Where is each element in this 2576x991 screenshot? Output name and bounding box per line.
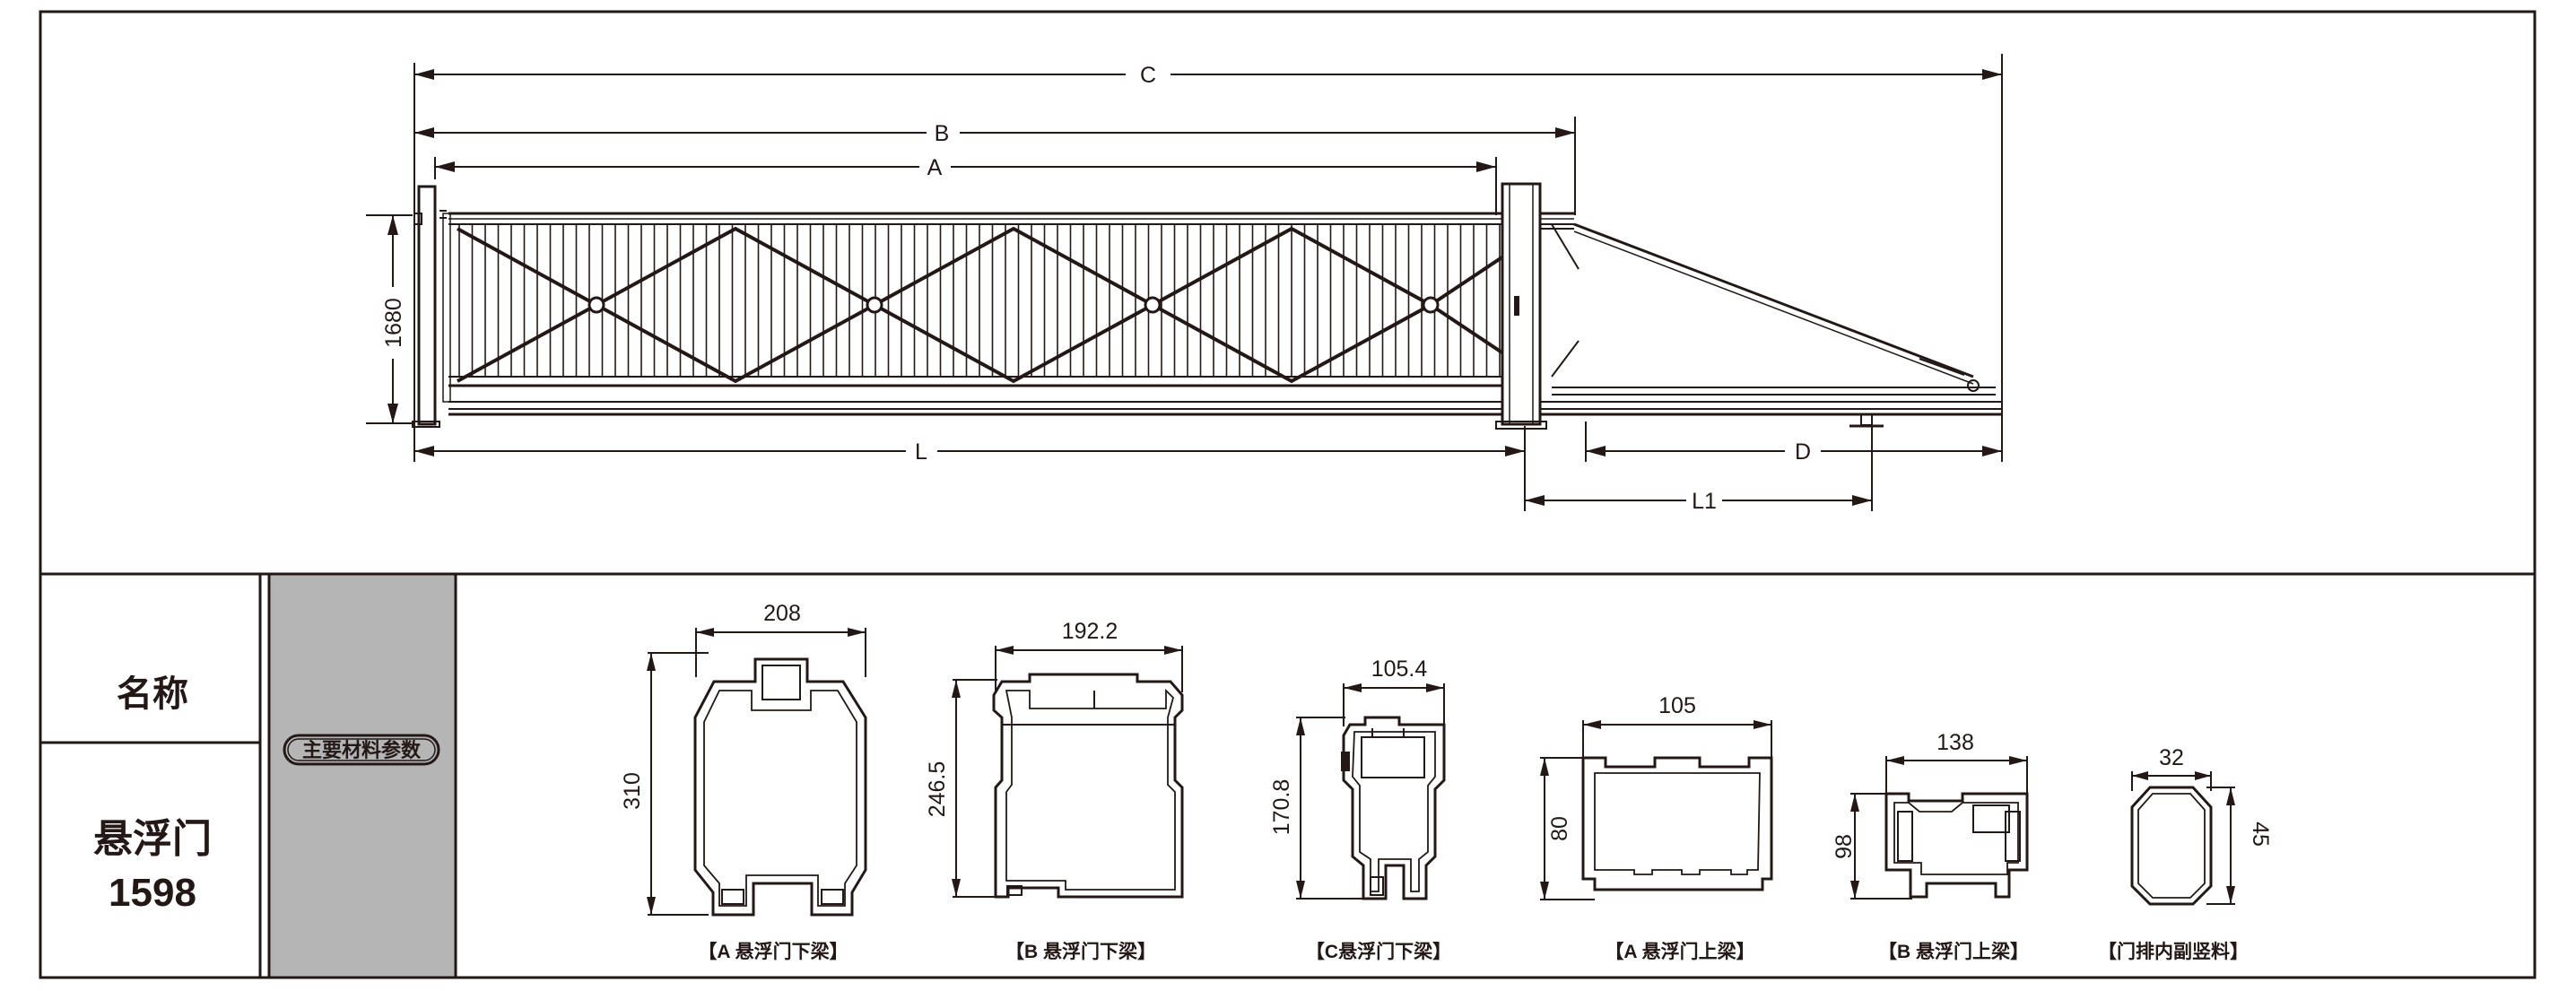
profile-c-lower-width: 105.4 <box>1371 656 1428 682</box>
profile-a-lower-width: 208 <box>763 601 801 626</box>
dim-b: B <box>414 121 1575 146</box>
gate-tail <box>1540 222 1974 428</box>
materials-badge-label: 主要材料参数 <box>302 739 422 761</box>
gate-diamond-braces <box>457 226 1527 384</box>
gate-elevation <box>412 182 2002 430</box>
profile-a-upper-caption: 【A 悬浮门上梁】 <box>1605 941 1754 962</box>
dim-height-label: 1680 <box>381 298 406 348</box>
profile-b-lower-width: 192.2 <box>1062 619 1118 644</box>
profile-inner-height: 45 <box>2248 821 2273 847</box>
product-name: 悬浮门 <box>93 817 212 861</box>
profile-inner-width: 32 <box>2159 745 2184 770</box>
profile-inner-vertical: 32 45 【门排内副竖料】 <box>2098 745 2273 962</box>
dim-d-label: D <box>1795 439 1811 465</box>
dim-a: A <box>435 155 1496 180</box>
profile-b-upper-height: 98 <box>1832 834 1857 859</box>
dim-l: L <box>414 439 1525 465</box>
dim-a-label: A <box>927 155 943 180</box>
dim-d: D <box>1586 439 2002 465</box>
materials-column <box>267 572 457 979</box>
dim-height: 1680 <box>366 214 413 424</box>
profile-b-lower-caption: 【B 悬浮门下梁】 <box>1005 941 1156 962</box>
profile-a-lower-height: 310 <box>620 772 645 810</box>
product-model: 1598 <box>109 871 196 915</box>
sheet-frame <box>39 10 2537 979</box>
profile-b-upper-caption: 【B 悬浮门上梁】 <box>1878 941 2029 962</box>
profile-b-upper-beam: 138 98 【B 悬浮门上梁】 <box>1832 730 2029 962</box>
profile-a-upper-height: 80 <box>1547 816 1572 841</box>
dim-l1: L1 <box>1525 489 1872 514</box>
profile-c-lower-caption: 【C悬浮门下梁】 <box>1306 941 1451 962</box>
profile-c-lower-beam: 105.4 170.8 【C悬浮门下梁】 <box>1269 656 1451 962</box>
gate-dimension-lines: C B A 1680 <box>366 54 2003 514</box>
profile-b-lower-beam: 192.2 246.5 【B 悬浮门下梁】 <box>925 619 1184 962</box>
name-header: 名称 <box>117 674 188 714</box>
dim-c: C <box>414 63 2002 88</box>
bottom-rail <box>448 376 2002 416</box>
materials-badge: 主要材料参数 <box>283 734 440 766</box>
dim-l1-label: L1 <box>1692 489 1717 514</box>
profile-b-lower-height: 246.5 <box>925 761 950 818</box>
profile-a-upper-beam: 105 80 【A 悬浮门上梁】 <box>1540 693 1773 962</box>
fixed-post <box>412 185 451 428</box>
top-rail <box>448 212 1574 225</box>
profile-a-lower-caption: 【A 悬浮门下梁】 <box>698 941 848 962</box>
guide-post <box>1495 182 1547 430</box>
gate-bars <box>458 224 1501 377</box>
profile-a-upper-width: 105 <box>1658 693 1696 718</box>
profile-a-lower-beam: 208 310 【A 悬浮门下梁】 <box>620 601 867 962</box>
dim-b-label: B <box>935 121 950 146</box>
profile-inner-caption: 【门排内副竖料】 <box>2098 941 2249 962</box>
dim-l-label: L <box>915 439 927 465</box>
dim-c-label: C <box>1140 63 1156 88</box>
profile-b-upper-width: 138 <box>1936 730 1974 755</box>
profile-c-lower-height: 170.8 <box>1269 779 1294 836</box>
